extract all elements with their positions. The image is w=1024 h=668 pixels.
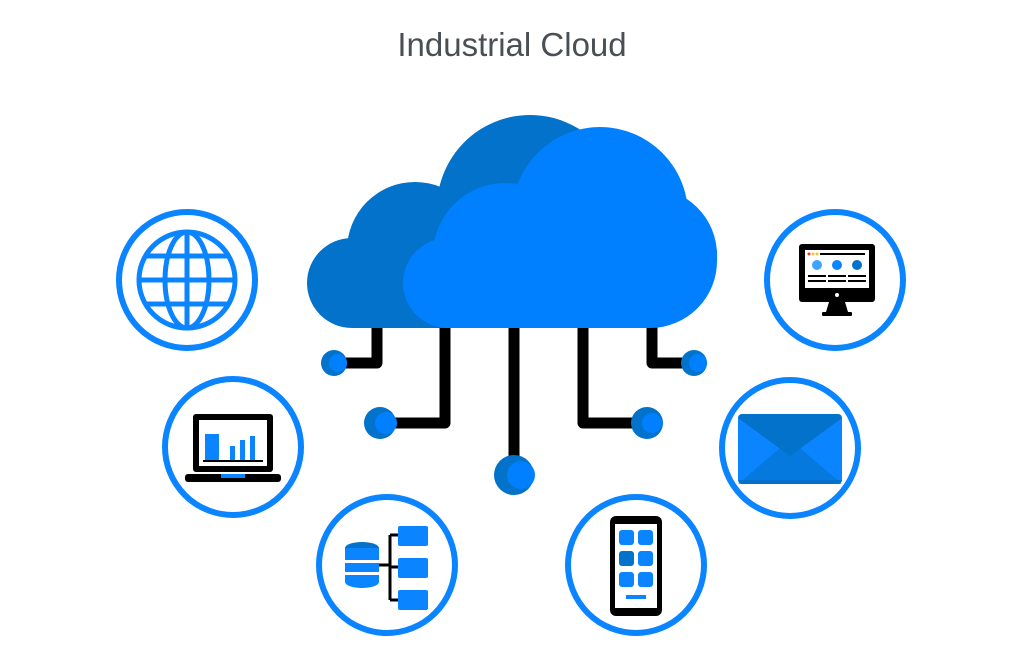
node-dot-highlight [375,412,397,434]
desktop-monitor-icon [799,244,875,316]
cloud-icon [307,115,718,328]
laptop-chart-icon [185,414,281,482]
connector-nodes [321,350,707,495]
smartphone-apps-icon [610,516,662,616]
diagram-title: Industrial Cloud [397,26,627,63]
database-folders-icon [345,526,428,610]
connector-4 [577,320,642,429]
connector-1 [340,320,383,369]
node-dot-highlight [507,461,535,489]
connectors [340,320,690,470]
node-dot-highlight [329,354,347,372]
globe-icon [136,229,238,331]
node-dot-highlight [689,354,707,372]
connector-2 [385,320,451,429]
connector-5 [646,320,690,369]
cloud-front [403,127,718,328]
envelope-icon [738,414,842,484]
node-dot-highlight [642,413,662,433]
